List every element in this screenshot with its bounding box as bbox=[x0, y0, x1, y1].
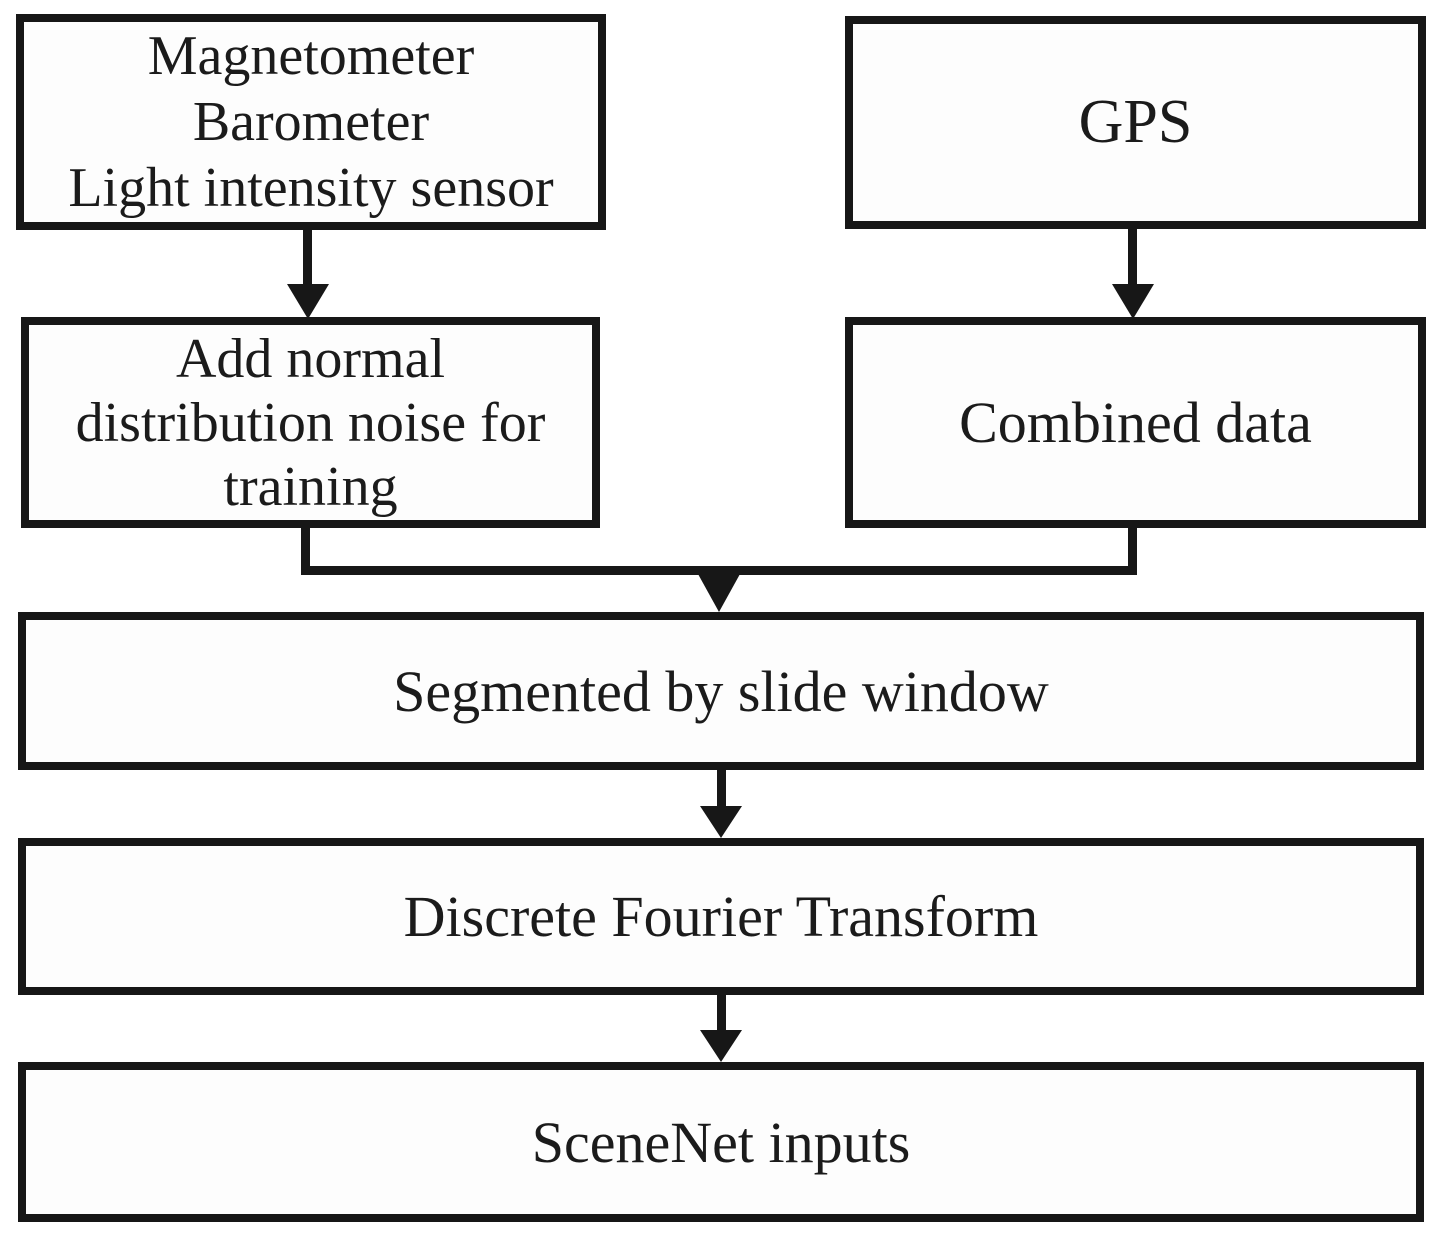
node-dft: Discrete Fourier Transform bbox=[18, 838, 1424, 995]
node-sensors-line-3: Light intensity sensor bbox=[68, 157, 554, 219]
down-arrowhead-icon bbox=[698, 574, 740, 612]
node-sensors: Magnetometer Barometer Light intensity s… bbox=[16, 14, 606, 230]
node-noise-line-3: training bbox=[223, 455, 398, 518]
edge-gps-combined-shaft bbox=[1128, 227, 1137, 288]
down-arrowhead-icon bbox=[287, 284, 329, 319]
edge-sensors-noise-shaft bbox=[303, 228, 312, 288]
edge-segmented-dft-shaft bbox=[717, 766, 726, 810]
node-combined-label: Combined data bbox=[959, 390, 1312, 455]
down-arrowhead-icon bbox=[1112, 284, 1154, 319]
down-arrowhead-icon bbox=[700, 1030, 742, 1062]
node-combined: Combined data bbox=[845, 317, 1426, 528]
node-noise-line-1: Add normal bbox=[175, 327, 446, 390]
edge-combined-segmented-shaft bbox=[1128, 524, 1137, 575]
node-dft-label: Discrete Fourier Transform bbox=[403, 884, 1039, 949]
node-sensors-line-2: Barometer bbox=[192, 91, 430, 153]
node-noise: Add normal distribution noise for traini… bbox=[21, 317, 600, 528]
node-scenenet-label: SceneNet inputs bbox=[531, 1109, 911, 1175]
node-sensors-line-1: Magnetometer bbox=[147, 25, 475, 87]
edge-noise-segmented-shaft bbox=[301, 524, 310, 575]
node-gps: GPS bbox=[845, 16, 1426, 229]
node-scenenet: SceneNet inputs bbox=[18, 1062, 1424, 1222]
node-gps-label: GPS bbox=[1078, 88, 1193, 156]
merge-connector-bar bbox=[301, 566, 1137, 575]
node-segmented-label: Segmented by slide window bbox=[393, 658, 1049, 724]
edge-dft-scenenet-shaft bbox=[717, 993, 726, 1034]
node-segmented: Segmented by slide window bbox=[18, 612, 1424, 770]
node-noise-line-2: distribution noise for bbox=[75, 391, 546, 454]
down-arrowhead-icon bbox=[700, 806, 742, 838]
